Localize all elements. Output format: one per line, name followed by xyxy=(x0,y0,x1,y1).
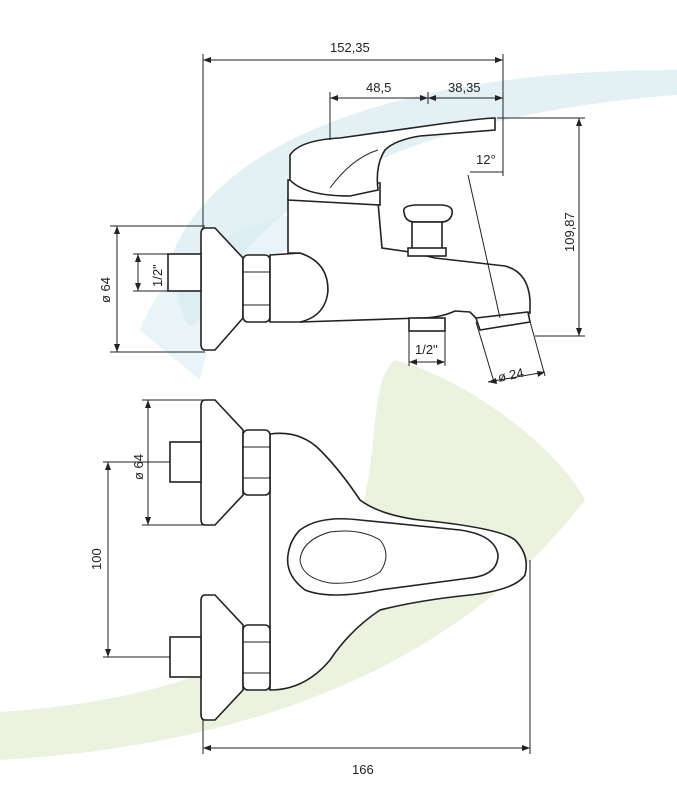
outlet-fitting xyxy=(408,317,446,332)
dim-angle: 12° xyxy=(476,152,496,167)
dim-overall-width-bottom: 166 xyxy=(352,762,374,777)
background-swoosh-green xyxy=(0,360,585,760)
hex-nut-lower xyxy=(242,624,271,691)
wall-flange-lower xyxy=(200,594,244,721)
wall-flange-upper xyxy=(200,399,244,526)
dim-overall-width-top: 152,35 xyxy=(330,40,370,55)
dim-spout-diameter: ø 24 xyxy=(497,365,526,385)
plan-lever-inner xyxy=(299,530,387,584)
dim-inlet-diameter-bottom: ø 64 xyxy=(131,454,146,480)
dim-center-distance: 100 xyxy=(89,548,104,570)
plan-lever xyxy=(286,517,499,596)
diverter-base xyxy=(407,247,447,257)
wall-flange-top xyxy=(200,227,244,351)
hex-nut-top xyxy=(242,254,271,323)
hex-nut-upper xyxy=(242,429,271,496)
background-swoosh-blue xyxy=(170,70,677,326)
dim-inlet-thread-top: 1/2" xyxy=(150,264,165,287)
plan-view-dimensions: ø 64 100 166 xyxy=(89,399,531,777)
dim-handle-left: 48,5 xyxy=(366,80,391,95)
diverter-knob xyxy=(402,204,454,223)
inlet-pipe-lower xyxy=(169,636,202,678)
side-view-dimensions: 152,35 48,5 38,35 12° 109,87 ø 64 xyxy=(98,40,585,385)
dim-outlet-thread: 1/2" xyxy=(415,342,438,357)
dim-handle-right: 38,35 xyxy=(448,80,481,95)
dim-height: 109,87 xyxy=(562,212,577,252)
diverter-stem xyxy=(411,221,443,251)
dim-inlet-diameter-top: ø 64 xyxy=(98,277,113,303)
side-view xyxy=(167,117,531,351)
inlet-pipe-top xyxy=(167,253,202,292)
lever-handle xyxy=(289,117,496,197)
inlet-pipe-upper xyxy=(169,441,202,483)
plan-view xyxy=(169,399,528,721)
lever-handle-detail xyxy=(329,149,379,189)
